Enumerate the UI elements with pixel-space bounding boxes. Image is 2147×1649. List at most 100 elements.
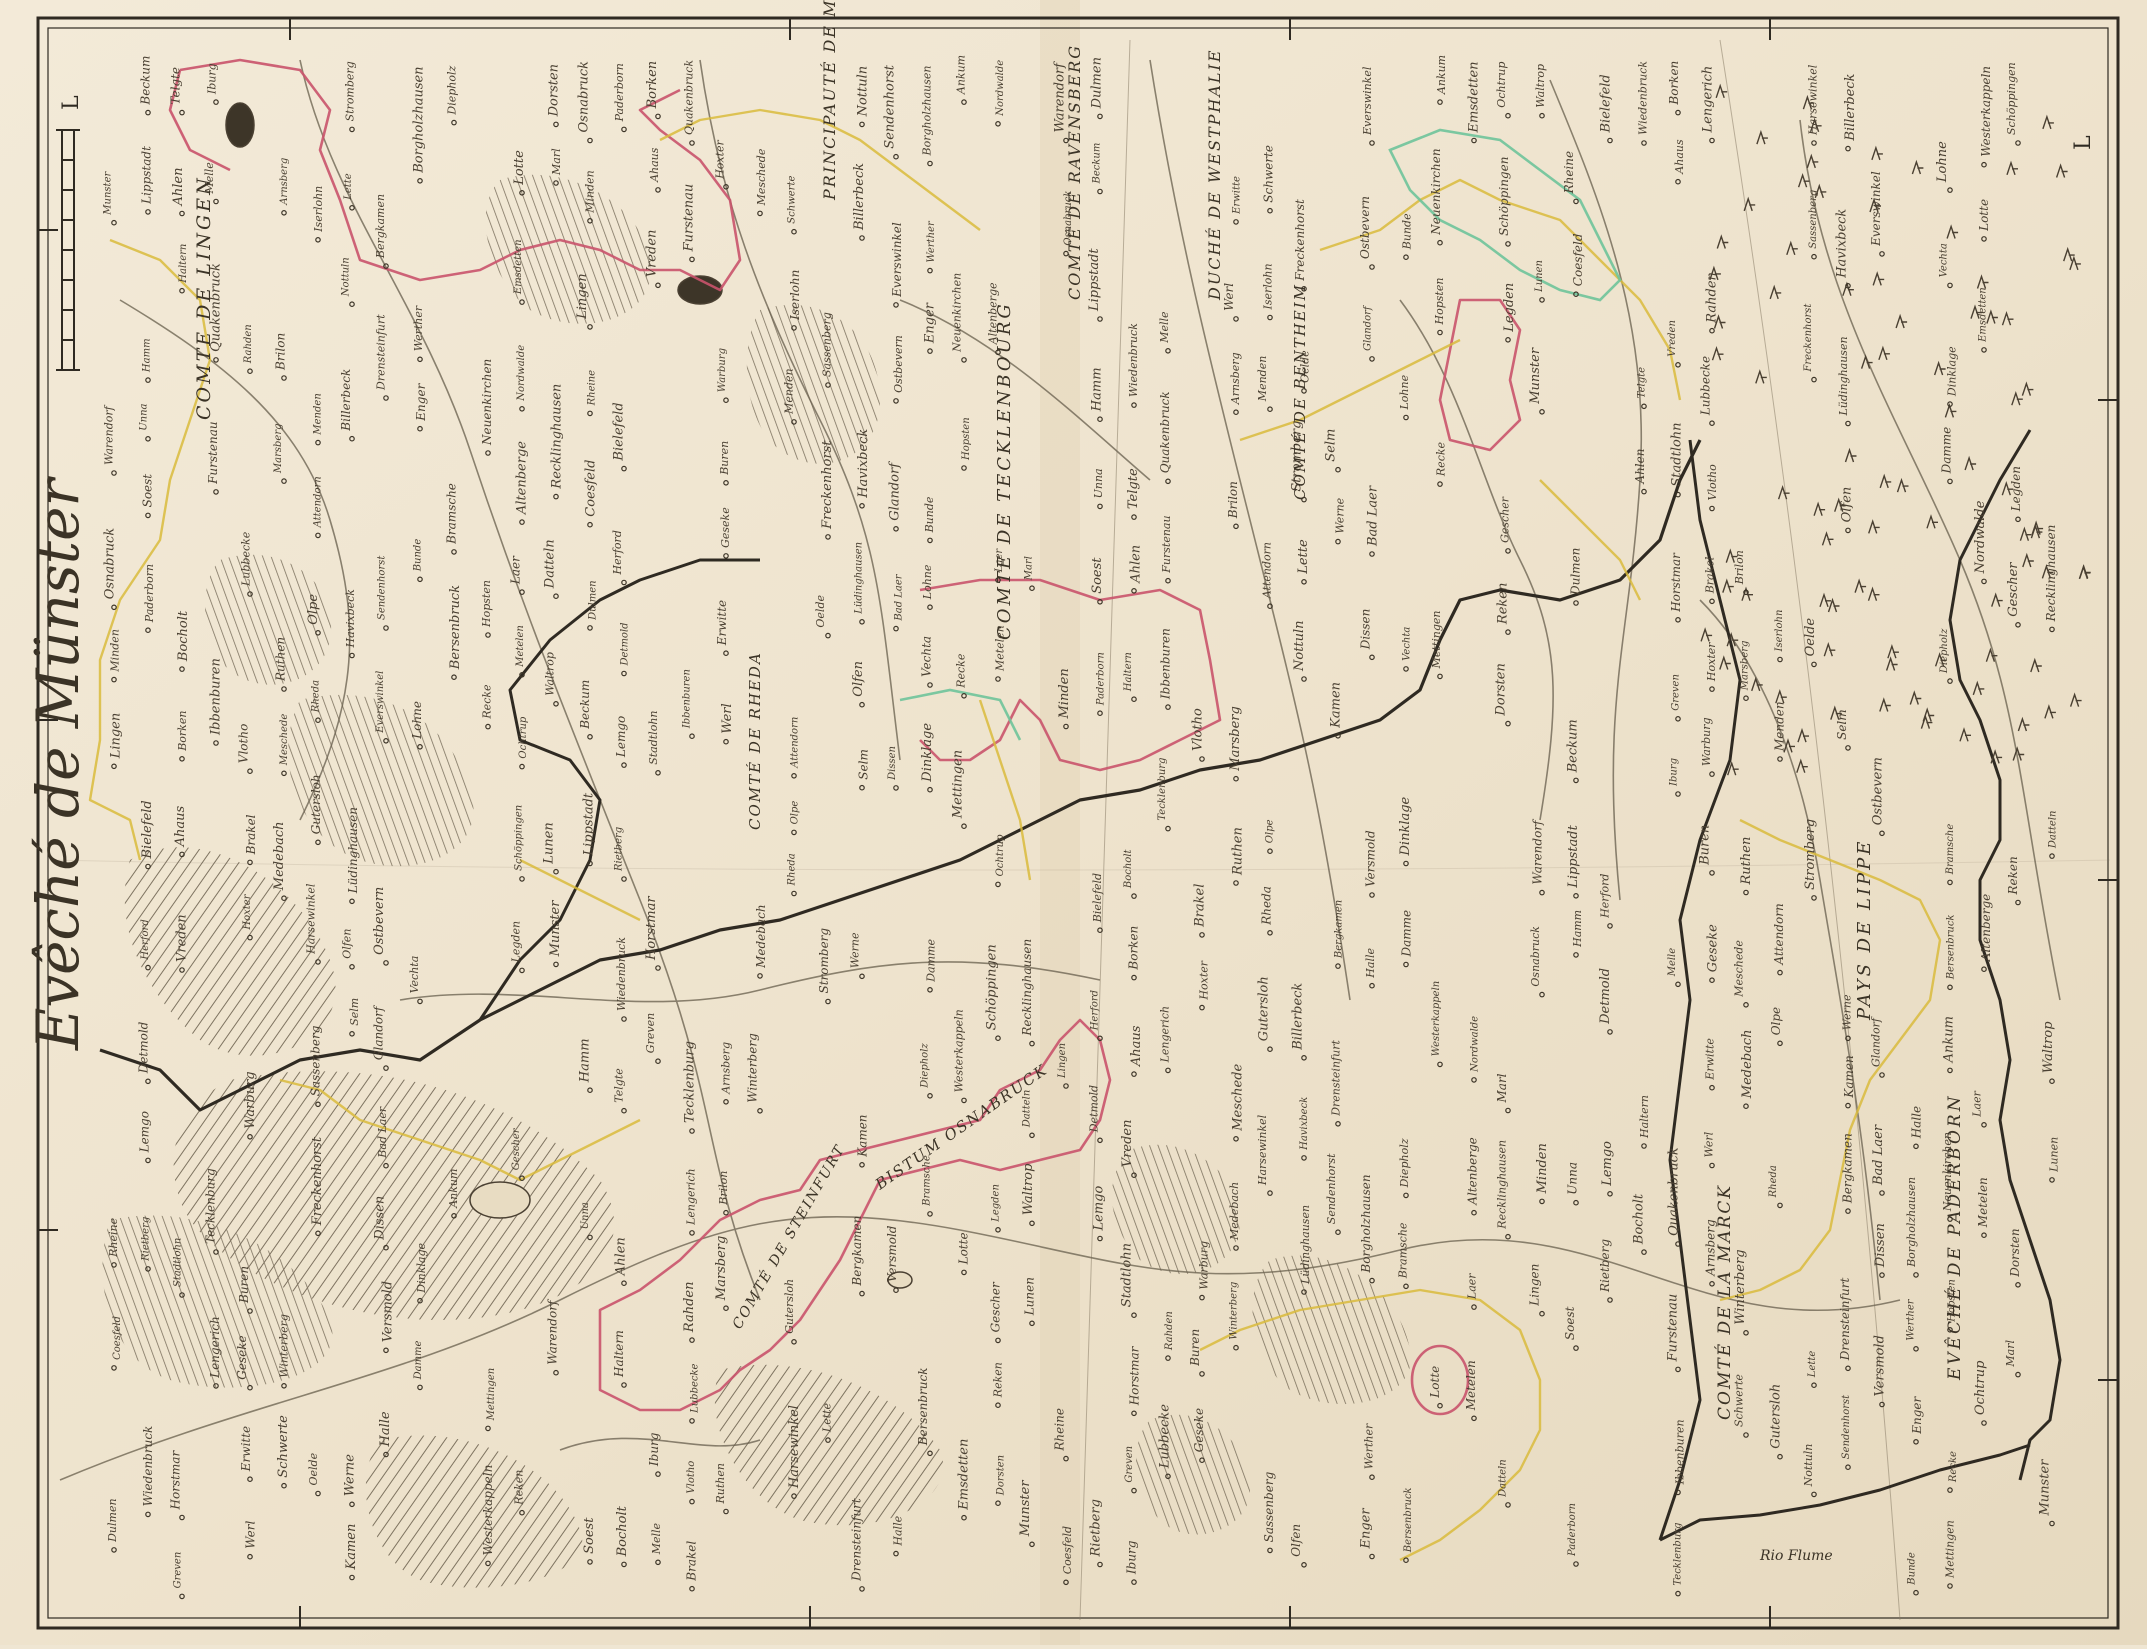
region-label-1: COMTE DE LINGEN [193, 175, 215, 420]
place-name: Nordwalde [1470, 1016, 1481, 1073]
place-name: Datteln [1022, 1090, 1033, 1129]
place-name: Werne [849, 932, 862, 968]
place-name: Hamm [577, 1038, 592, 1083]
hill-symbol [1756, 129, 1768, 145]
town-dot [655, 113, 661, 120]
town-dot [179, 755, 185, 762]
hill-symbol [1909, 690, 1922, 705]
town-dot [1811, 376, 1817, 383]
hill-symbol [1727, 760, 1739, 776]
place-name: Marl [1495, 1073, 1509, 1103]
place-name: Ochtrup [1973, 1360, 1988, 1415]
place-name: Quakenbruck [1158, 391, 1172, 473]
place-name: Brilon [717, 1171, 730, 1206]
town-dot [587, 1234, 593, 1241]
town-dot [1845, 145, 1851, 152]
place-name: Recklinghausen [1496, 1140, 1509, 1230]
town-dot [383, 1065, 389, 1071]
place-name: Nordwalde [995, 60, 1006, 117]
town-dot [1199, 932, 1205, 938]
place-name: Recklinghausen [550, 384, 565, 490]
town-dot [1709, 686, 1715, 692]
place-name: Waltrop [2041, 1021, 2056, 1073]
place-name: Geseke [235, 1335, 249, 1379]
town-dot [927, 537, 933, 544]
town-dot [1607, 1029, 1613, 1035]
place-name: Lippstadt [1087, 248, 1102, 312]
town-dot [111, 676, 117, 683]
town-dot [1131, 1579, 1137, 1585]
place-name: Schöppingen [1497, 157, 1511, 236]
place-name: Schöppingen [2005, 62, 2018, 135]
hill-symbol [2063, 246, 2075, 262]
town-dot [995, 1035, 1001, 1042]
place-name: Rheine [586, 370, 597, 407]
town-dot [1233, 775, 1239, 782]
place-name: Rheda [787, 853, 798, 886]
hill-symbol [1964, 455, 1977, 471]
town-dot [1199, 1457, 1205, 1464]
town-dot [1165, 347, 1171, 354]
town-dot [961, 357, 967, 363]
town-dot [893, 153, 899, 160]
place-name: Medebach [1228, 1182, 1241, 1241]
place-name: Lette [343, 173, 354, 201]
town-dot [893, 785, 899, 791]
town-dot [1913, 1589, 1919, 1596]
town-dot [961, 1269, 967, 1276]
place-name: Arnsberg [1704, 1219, 1718, 1277]
place-name: Warburg [717, 348, 728, 392]
town-dot [1879, 1272, 1885, 1278]
town-dot [247, 768, 253, 775]
town-dot [179, 1292, 185, 1298]
place-name: Erwitte [1231, 176, 1242, 215]
town-dot [1981, 1232, 1987, 1239]
place-name: Bersenbruck [1403, 1487, 1414, 1553]
town-dot [485, 450, 491, 456]
town-dot [1709, 420, 1715, 427]
place-name: Dulmen [106, 1498, 119, 1542]
town-dot [1539, 1310, 1545, 1317]
town-dot [1301, 388, 1307, 394]
town-dot [349, 1574, 355, 1581]
town-dot [1267, 929, 1273, 936]
town-dot [723, 1209, 729, 1216]
place-name: Bad Laer [1366, 485, 1381, 547]
town-dot [315, 532, 321, 539]
town-dot [1675, 616, 1681, 623]
place-name: Unna [580, 1202, 591, 1229]
town-dot [145, 209, 151, 215]
lakes [225, 102, 913, 1289]
place-name: Bad Laer [893, 573, 904, 621]
place-name: Oelde [814, 595, 827, 628]
place-name: Medebach [272, 821, 287, 891]
place-name: Meschede [279, 714, 290, 767]
place-name: Havixbeck [1299, 1097, 1310, 1151]
place-name: Diepholz [1939, 628, 1950, 674]
place-name: Tecklenburg [1157, 758, 1168, 821]
town-dot [1539, 1198, 1545, 1205]
town-dot [281, 1482, 287, 1489]
town-dot [587, 137, 593, 144]
town-dot [621, 1561, 627, 1568]
hill-symbol [1895, 313, 1908, 329]
place-name: Recke [481, 684, 494, 720]
place-name: Borgholzhausen [921, 66, 934, 157]
town-dot [621, 1382, 627, 1388]
town-dot [587, 324, 593, 330]
place-name: Soest [140, 474, 154, 508]
place-name: Vreden [645, 230, 660, 278]
town-dot [961, 692, 967, 699]
town-dot [1165, 704, 1171, 710]
hill-symbol [2079, 564, 2091, 579]
town-dot [1607, 923, 1613, 929]
town-dot [1505, 112, 1511, 119]
town-dot [1947, 1067, 1953, 1074]
place-name: Winterberg [1229, 1282, 1240, 1340]
place-name: Dulmen [587, 580, 598, 621]
town-dot [1743, 889, 1749, 896]
place-name: Winterberg [745, 1033, 759, 1103]
place-name: Vechta [408, 956, 421, 994]
hill-symbol [1823, 641, 1836, 657]
place-name: Arnsberg [279, 158, 290, 206]
